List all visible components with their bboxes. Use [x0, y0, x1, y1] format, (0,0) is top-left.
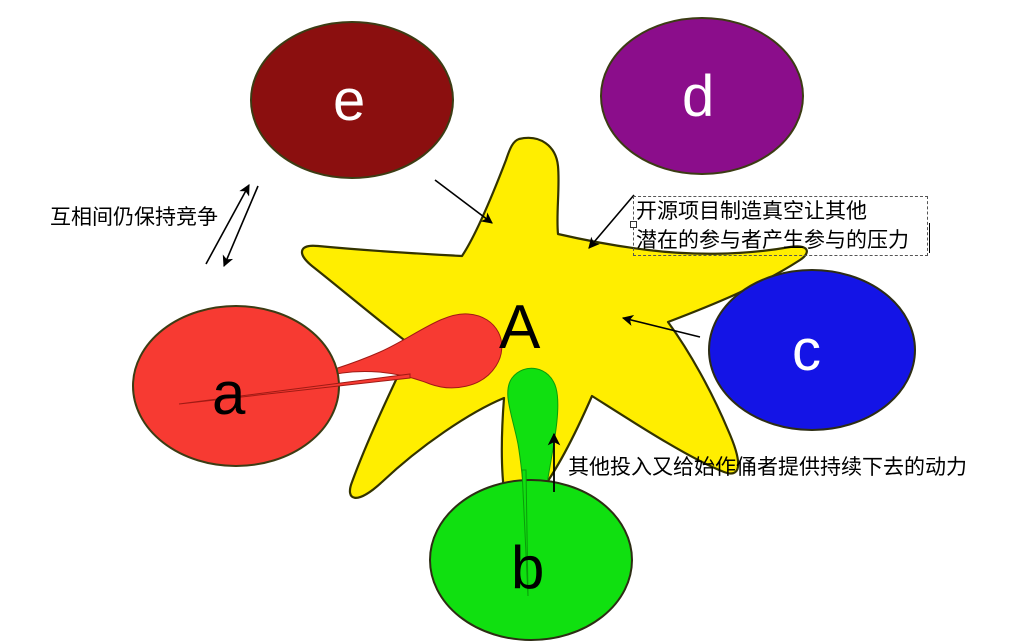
vacuum-textbox-line-1: 开源项目制造真空让其他 — [636, 199, 867, 223]
node-d-ellipse[interactable] — [600, 17, 804, 175]
node-e-ellipse[interactable] — [250, 21, 454, 179]
node-c-ellipse[interactable] — [708, 269, 916, 431]
annotation-motivation[interactable]: 其他投入又给始作俑者提供持续下去的动力 — [568, 455, 967, 479]
node-a-label: a — [212, 360, 246, 427]
vacuum-textbox[interactable]: 开源项目制造真空让其他 潜在的参与者产生参与的压力 — [630, 196, 930, 256]
node-e-label: e — [333, 68, 365, 133]
text-caret — [929, 223, 930, 253]
tendril-a-needle — [178, 373, 411, 405]
textbox-resize-handle[interactable] — [630, 221, 637, 228]
tendril-b-needle — [521, 469, 529, 597]
arrow-compete-down — [222, 185, 259, 268]
annotation-compete[interactable]: 互相间仍保持竞争 — [50, 205, 218, 229]
arrow-c-to-A — [621, 314, 701, 338]
node-A-label: A — [499, 293, 541, 362]
vacuum-textbox-line-2: 潜在的参与者产生参与的压力 — [636, 228, 909, 252]
node-b-ellipse[interactable] — [429, 479, 633, 641]
arrow-vacuum-to-A — [588, 194, 635, 249]
arrow-compete-up — [205, 184, 250, 265]
node-b-label: b — [511, 534, 544, 601]
node-d-label: d — [682, 64, 714, 129]
node-c-label: c — [792, 318, 821, 383]
arrow-e-to-A — [434, 179, 493, 224]
